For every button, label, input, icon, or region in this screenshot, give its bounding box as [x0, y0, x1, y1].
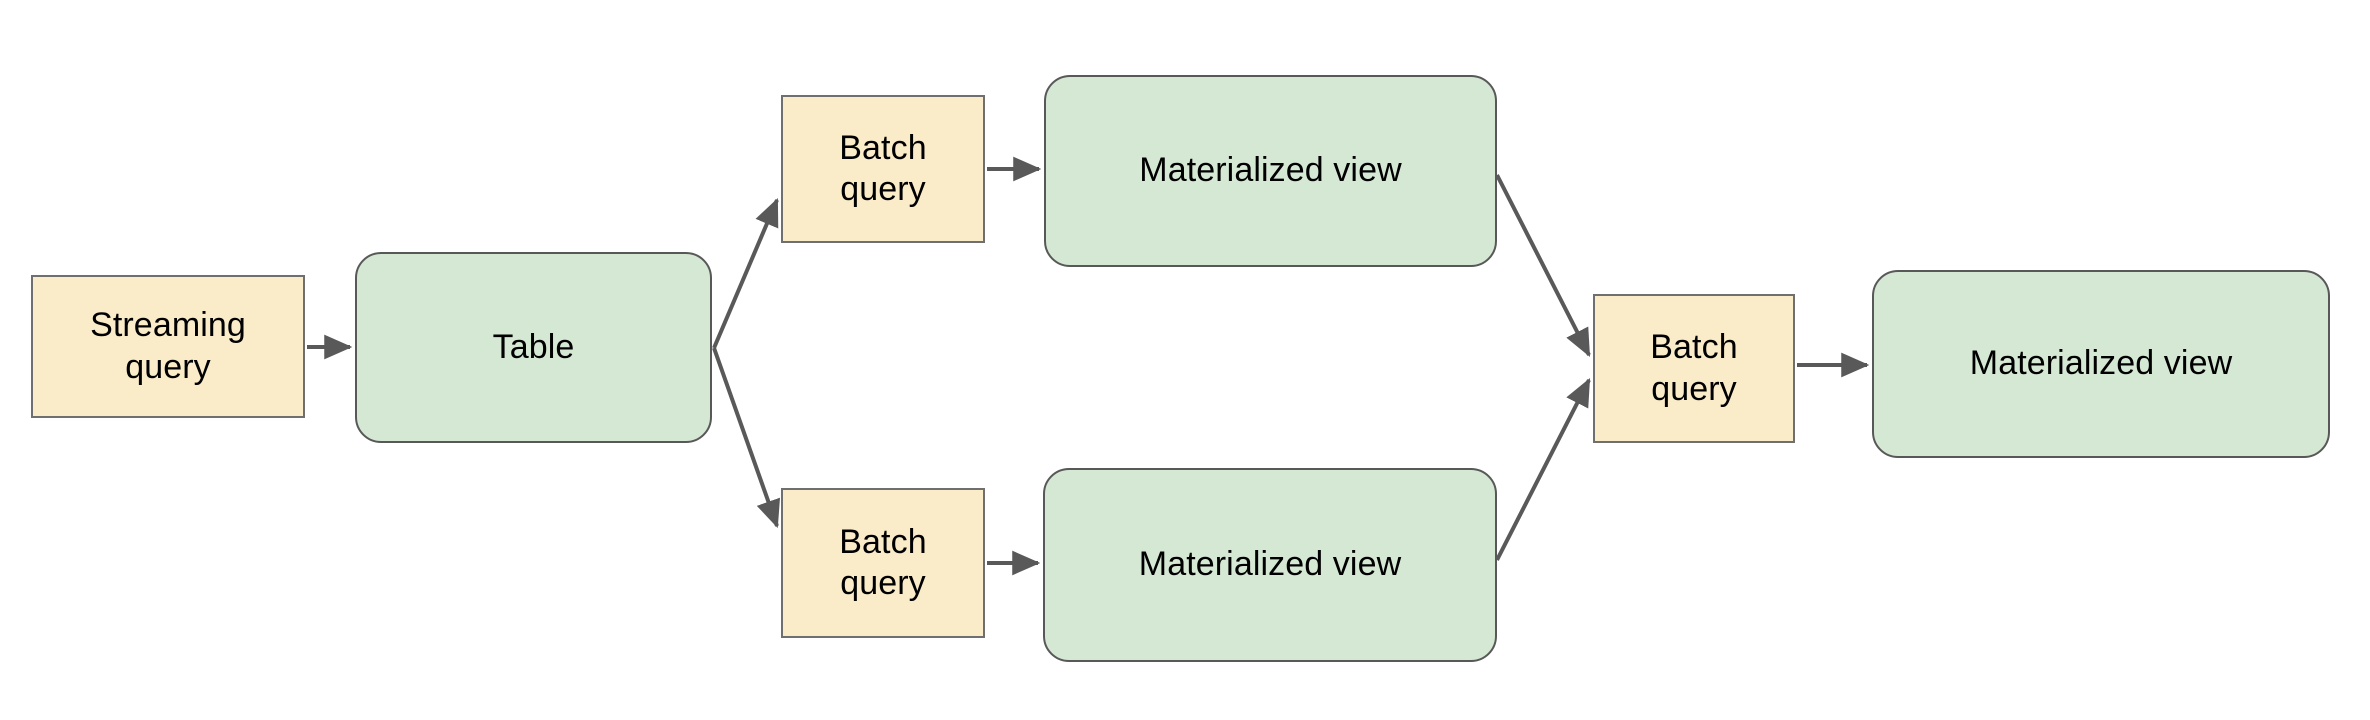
node-label: Batch query: [1650, 328, 1738, 408]
node-materialized-view-bottom[interactable]: Materialized view: [1043, 468, 1497, 662]
node-label: Table: [492, 327, 575, 366]
node-batch-query-center[interactable]: Batch query: [1593, 294, 1795, 443]
node-label: Batch query: [839, 522, 927, 602]
node-label: Batch query: [839, 128, 927, 208]
edge-materialized-view-top-to-batch-query-center: [1495, 174, 1591, 357]
node-label: Materialized view: [1138, 545, 1402, 584]
node-materialized-view-top[interactable]: Materialized view: [1044, 75, 1497, 267]
node-batch-query-top[interactable]: Batch query: [781, 95, 985, 243]
node-table[interactable]: Table: [355, 252, 712, 443]
node-label: Streaming query: [90, 306, 246, 386]
node-streaming-query[interactable]: Streaming query: [31, 275, 305, 418]
edge-materialized-view-bottom-to-batch-query-center: [1495, 378, 1591, 561]
node-batch-query-bottom[interactable]: Batch query: [781, 488, 985, 638]
edge-table-to-batch-query-bottom: [712, 347, 781, 529]
node-materialized-view-right[interactable]: Materialized view: [1872, 270, 2330, 458]
node-label: Materialized view: [1139, 151, 1402, 190]
edge-table-to-batch-query-top: [712, 197, 779, 349]
node-label: Materialized view: [1969, 344, 2233, 383]
